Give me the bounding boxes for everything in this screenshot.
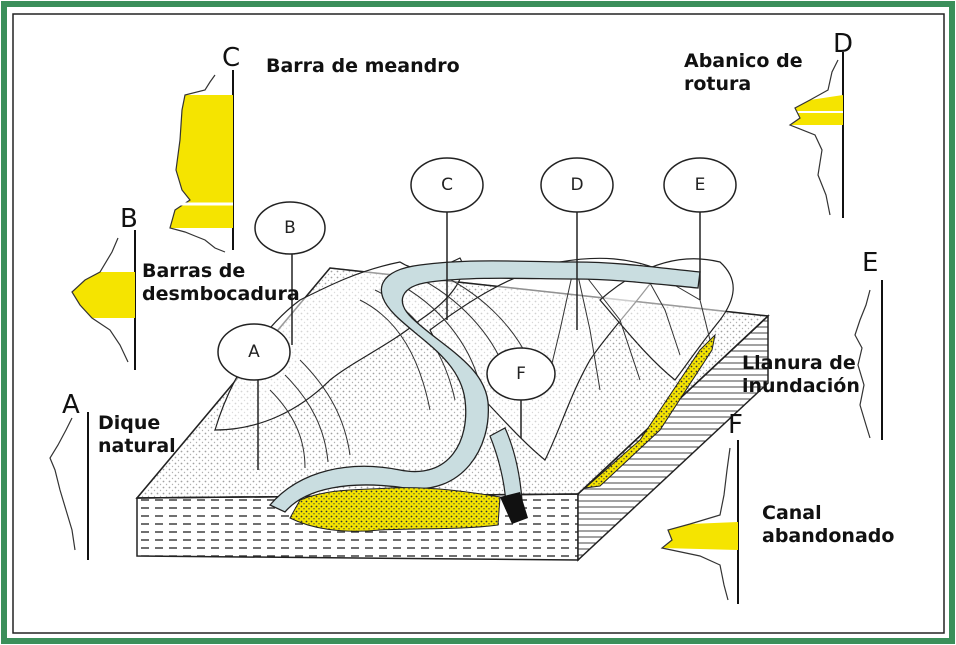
log-letter-B: B <box>120 204 138 234</box>
callout-F <box>486 347 556 438</box>
log-letter-E: E <box>862 248 879 278</box>
log-letter-D: D <box>833 29 854 59</box>
log-E <box>854 280 883 440</box>
callout-label-E: E <box>694 175 706 195</box>
sand-body-right <box>583 333 716 489</box>
callout-label-A: A <box>248 342 260 362</box>
caption-C: Barra de meandro <box>266 55 460 77</box>
caption-B: Barras de desmbocadura <box>142 260 300 305</box>
caption-A: Dique natural <box>98 412 176 457</box>
callout-D <box>540 157 614 330</box>
caption-E: Llanura de inundación <box>742 352 860 397</box>
callout-C <box>410 157 484 320</box>
callout-B <box>254 201 326 345</box>
callout-label-F: F <box>516 364 526 384</box>
log-letter-F: F <box>728 410 743 440</box>
callout-E <box>663 157 737 300</box>
caption-D: Abanico de rotura <box>684 50 803 95</box>
log-B <box>71 230 136 370</box>
log-C <box>169 70 234 253</box>
callout-label-D: D <box>570 175 584 195</box>
log-letter-C: C <box>222 43 241 73</box>
sand-body-front <box>289 487 501 532</box>
callout-A <box>217 323 291 470</box>
log-A <box>49 412 89 560</box>
river-channel <box>268 260 701 513</box>
caption-F: Canal abandonado <box>762 502 895 547</box>
log-F <box>660 440 739 604</box>
callout-label-B: B <box>284 218 296 238</box>
log-D <box>788 52 844 218</box>
abandoned-channel-fill <box>500 492 528 524</box>
callout-label-C: C <box>441 175 453 195</box>
log-letter-A: A <box>62 390 80 420</box>
